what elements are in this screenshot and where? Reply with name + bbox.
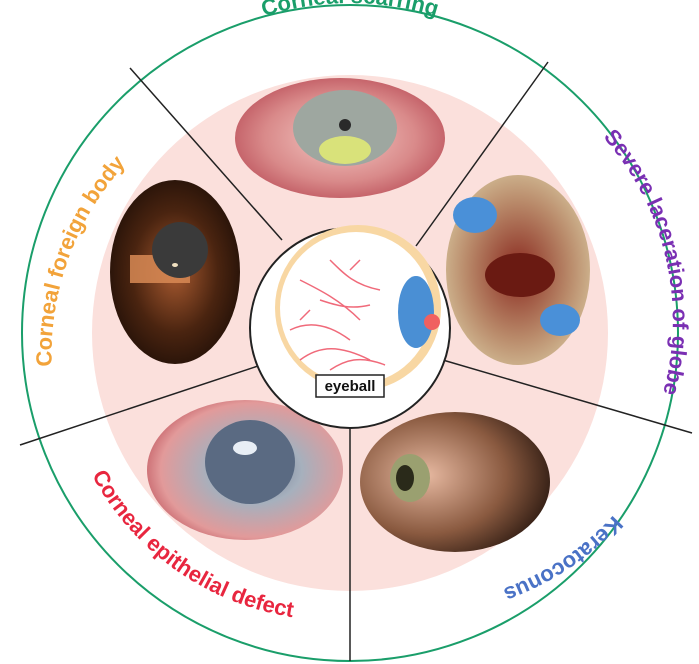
center-label: eyeball <box>325 378 376 395</box>
segment-dividers <box>19 61 693 661</box>
eyeball-icon <box>275 225 441 391</box>
photo-keratoconus <box>360 412 550 552</box>
photo-epithelial <box>147 400 343 540</box>
photo-scarring <box>235 78 445 198</box>
photo-foreign-body <box>110 180 240 364</box>
photo-laceration <box>446 175 590 365</box>
center-hub: eyeball <box>249 225 451 429</box>
